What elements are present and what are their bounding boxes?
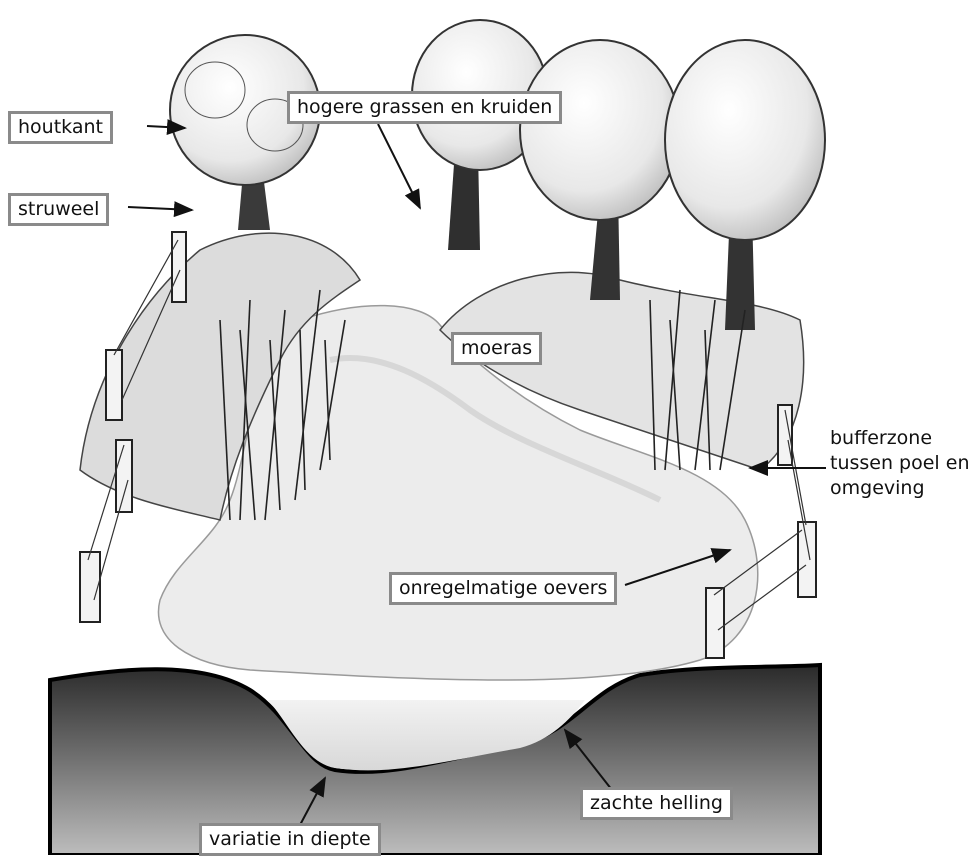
label-moeras: moeras	[451, 332, 542, 365]
label-bufferzone: bufferzone tussen poel en omgeving	[830, 426, 970, 501]
bufferzone-line-2: tussen poel en	[830, 451, 970, 476]
arrow-struweel	[128, 207, 192, 210]
label-variatie-in-diepte: variatie in diepte	[199, 823, 381, 856]
tree-right-2	[665, 40, 825, 330]
label-struweel: struweel	[8, 193, 109, 226]
label-onregelmatige-oevers: onregelmatige oevers	[389, 572, 617, 605]
label-houtkant: houtkant	[8, 111, 113, 144]
bufferzone-line-3: omgeving	[830, 476, 970, 501]
tree-right-1	[520, 40, 680, 300]
arrow-hogere-grassen	[378, 124, 420, 208]
tree-left	[170, 35, 320, 230]
bufferzone-line-1: bufferzone	[830, 426, 970, 451]
label-zachte-helling: zachte helling	[580, 787, 733, 820]
label-hogere-grassen: hogere grassen en kruiden	[287, 91, 562, 124]
